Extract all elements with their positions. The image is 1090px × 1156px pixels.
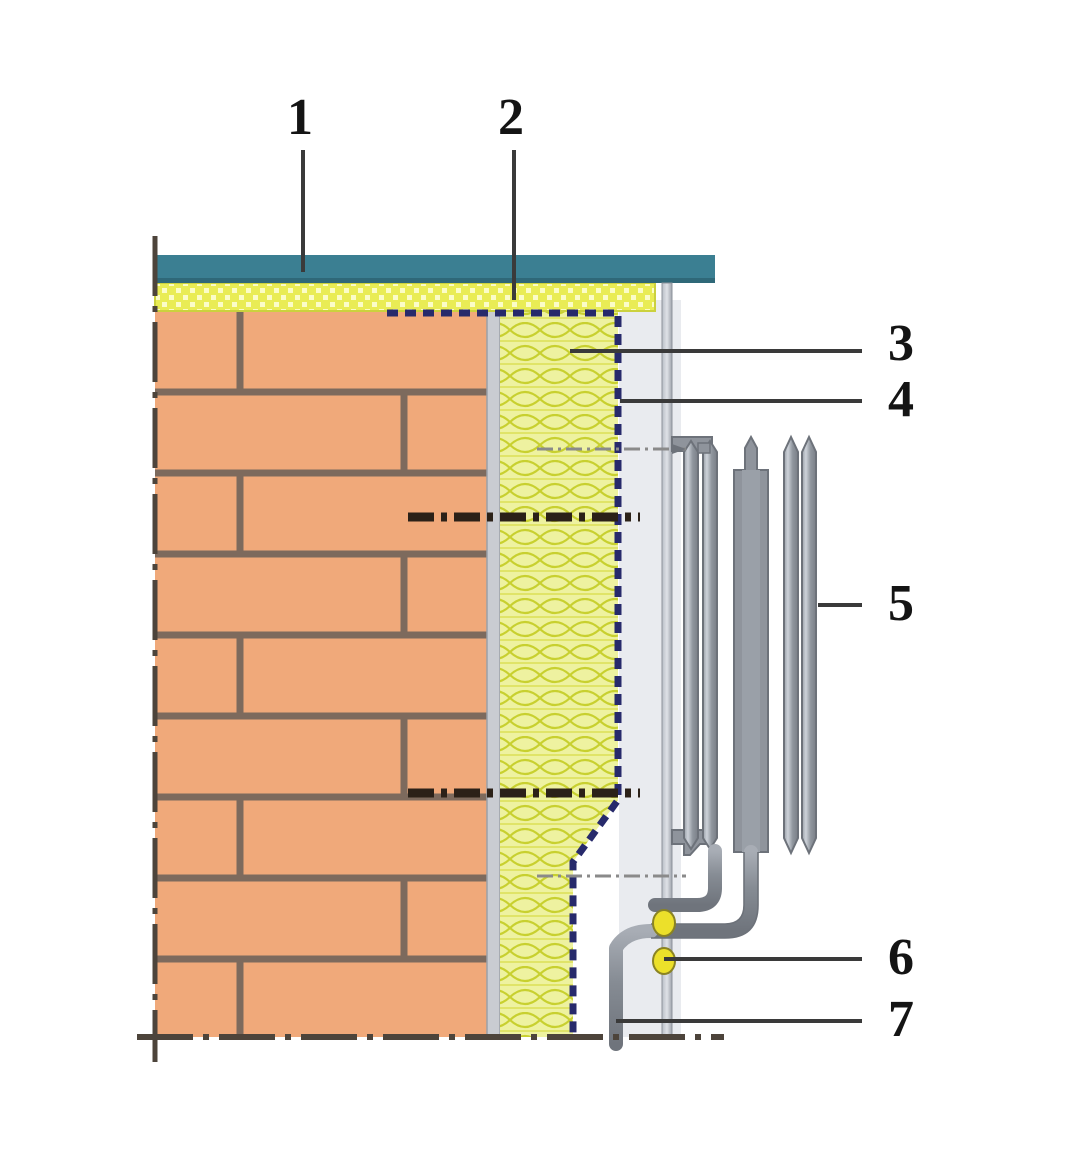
pipe-outline <box>651 852 759 939</box>
callout-label-2: 2 <box>498 89 524 146</box>
dimension-arrow-upper <box>672 444 686 454</box>
callout-7: 7 <box>616 991 914 1048</box>
radiator-panel-1 <box>683 439 699 851</box>
heating-supply-return-pipe <box>609 844 758 1051</box>
mineral-wool-insulation <box>500 311 618 1037</box>
top-insulation-layer <box>155 283 655 311</box>
vapour-barrier-membrane <box>387 309 622 1037</box>
callout-4: 4 <box>620 371 914 428</box>
radiator-top-web <box>697 442 711 454</box>
callout-label-5: 5 <box>888 575 914 632</box>
radiator-panel-2 <box>702 439 718 851</box>
radiator-panel-4 <box>801 434 817 856</box>
mortar-perpend-joints <box>236 311 408 1037</box>
callout-label-6: 6 <box>888 929 914 986</box>
penetration-seal-upper <box>652 909 676 937</box>
radiator-panel <box>671 434 817 856</box>
callout-2: 2 <box>498 89 524 300</box>
callout-label-1: 1 <box>287 89 313 146</box>
mortar-bed-joints <box>155 388 487 963</box>
callout-5: 5 <box>818 575 914 632</box>
coping-cap-shadow <box>155 278 715 283</box>
callout-label-4: 4 <box>888 371 914 428</box>
render-coat-layer <box>486 310 501 1038</box>
callout-1: 1 <box>287 89 313 272</box>
callout-layer: 1 2 34 5 67 <box>287 89 914 1048</box>
radiator-panel-3 <box>783 434 799 856</box>
callout-label-3: 3 <box>888 315 914 372</box>
callout-label-7: 7 <box>888 991 914 1048</box>
section-lines-group <box>137 236 724 1062</box>
radiator-fin-core <box>742 470 760 852</box>
brick-masonry-wall <box>155 311 487 1037</box>
callout-6: 6 <box>664 929 914 986</box>
callout-3: 3 <box>570 315 914 372</box>
roof-coping-cap <box>155 255 715 282</box>
